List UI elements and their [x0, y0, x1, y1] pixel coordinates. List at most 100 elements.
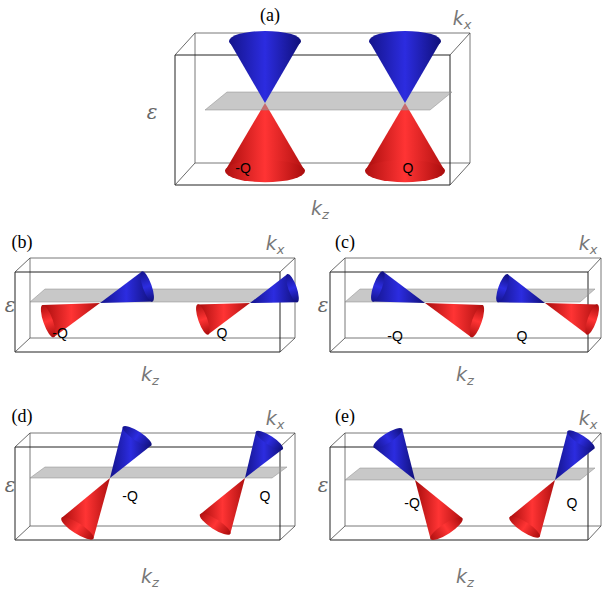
box-edge	[175, 163, 195, 185]
axis-label: kz	[311, 199, 329, 222]
cone-cap	[467, 304, 487, 339]
weyl-point-label: -Q	[52, 326, 68, 340]
axis-label: kx	[579, 409, 598, 432]
panel-label: (e)	[335, 407, 355, 425]
energy-plane	[205, 92, 452, 110]
box-edge	[280, 258, 295, 272]
axis-label: kz	[456, 365, 474, 388]
axis-symbol: k	[456, 565, 467, 587]
axis-symbol: k	[311, 197, 322, 219]
box-edge	[330, 433, 345, 447]
axis-label: kx	[453, 9, 472, 32]
box-edge	[330, 447, 588, 540]
panel-art	[175, 31, 470, 185]
panel-label: (d)	[12, 407, 33, 425]
axis-symbol: k	[579, 232, 590, 254]
axis-label: kx	[266, 234, 285, 257]
axis-subscript: x	[277, 242, 285, 257]
box-edge	[330, 272, 588, 352]
axis-symbol: k	[266, 407, 277, 429]
cone-cap	[494, 273, 512, 304]
box-edge	[280, 338, 295, 352]
axis-subscript: z	[467, 575, 474, 590]
box-edge	[588, 258, 601, 272]
cone-cap	[369, 31, 441, 51]
axis-symbol: k	[579, 407, 590, 429]
weyl-point-label: -Q	[387, 329, 403, 343]
energy-axis-label: ε	[5, 475, 16, 495]
axis-subscript: x	[590, 242, 598, 257]
weyl-point-label: Q	[567, 496, 578, 510]
weyl-point-label: Q	[403, 161, 414, 175]
cone-cap	[120, 423, 154, 449]
axis-subscript: z	[467, 373, 474, 388]
axis-label: kx	[579, 234, 598, 257]
axis-subscript: x	[464, 17, 472, 32]
weyl-point-label: Q	[217, 326, 228, 340]
box-edge	[280, 526, 295, 540]
box-edge	[280, 433, 295, 447]
axis-label: kx	[266, 409, 285, 432]
weyl-point-label: -Q	[404, 496, 420, 510]
axis-subscript: z	[322, 207, 329, 222]
box-edge	[330, 338, 345, 352]
panel-label: (c)	[335, 233, 355, 251]
energy-axis-label: ε	[5, 295, 16, 315]
box-edge	[15, 433, 30, 447]
panel-art	[15, 423, 295, 543]
axis-subscript: x	[590, 417, 598, 432]
axis-subscript: x	[277, 417, 285, 432]
cone-cap	[59, 514, 97, 544]
weyl-point-label: -Q	[122, 489, 138, 503]
axis-symbol: k	[141, 565, 152, 587]
axis-symbol: k	[266, 232, 277, 254]
cone-cap	[507, 513, 543, 541]
energy-axis-label: ε	[147, 102, 158, 122]
panel-art	[330, 425, 601, 544]
axis-label: kz	[141, 365, 159, 388]
cone-cap	[229, 31, 301, 51]
axis-label: kz	[456, 567, 474, 590]
box-edge	[175, 33, 195, 55]
axis-symbol: k	[453, 7, 464, 29]
energy-axis-label: ε	[318, 295, 329, 315]
box-edge	[15, 447, 280, 540]
energy-axis-label: ε	[318, 475, 329, 495]
energy-plane	[30, 289, 287, 302]
box-edge	[450, 163, 470, 185]
box-edge	[15, 526, 30, 540]
cone-cap	[371, 425, 405, 451]
cone-cap	[284, 273, 302, 304]
axis-label: kz	[141, 567, 159, 590]
axis-symbol: k	[456, 363, 467, 385]
box-edge	[588, 526, 601, 540]
cone-cap	[225, 160, 305, 182]
panel-label: (a)	[260, 6, 280, 24]
box-edge	[345, 258, 601, 338]
weyl-point-label: Q	[260, 489, 271, 503]
box-edge	[450, 33, 470, 55]
axis-symbol: k	[141, 363, 152, 385]
cone-cap	[197, 510, 233, 538]
weyl-point-label: Q	[517, 329, 528, 343]
cone-cap	[138, 270, 157, 303]
box-edge	[15, 258, 30, 272]
box-edge	[588, 338, 601, 352]
box-edge	[330, 258, 345, 272]
box-edge	[30, 258, 295, 338]
cone-cap	[428, 514, 466, 544]
box-edge	[330, 526, 345, 540]
panel-art	[15, 258, 301, 352]
box-edge	[15, 338, 30, 352]
axis-subscript: z	[152, 373, 159, 388]
panel-label: (b)	[12, 233, 33, 251]
axis-subscript: z	[152, 575, 159, 590]
cone-cap	[193, 303, 212, 336]
cone-cap	[583, 303, 602, 336]
weyl-point-label: -Q	[235, 161, 251, 175]
cone-cap	[365, 160, 445, 182]
panel-art	[330, 258, 602, 352]
cone-cap	[368, 270, 387, 303]
